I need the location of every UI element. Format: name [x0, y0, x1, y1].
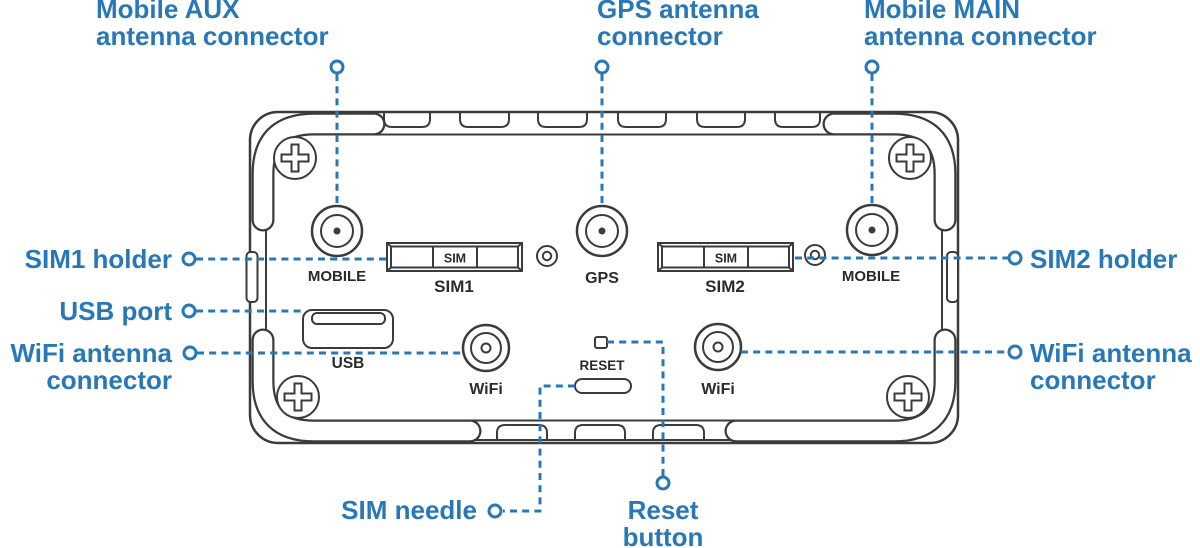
- screw-icon: [273, 136, 317, 180]
- sim1-eject-hole: [536, 245, 558, 267]
- corner-bumper-top-left: [251, 112, 386, 232]
- callout-mobile-main-line1: Mobile MAIN: [864, 0, 1020, 24]
- bottom-vent-slots: [496, 424, 705, 440]
- callout-marker-reset: [655, 475, 671, 491]
- callout-mobile-aux-line2: antenna connector: [96, 21, 329, 51]
- callout-lines: [196, 74, 1008, 513]
- right-side-notch: [946, 251, 959, 303]
- callout-line-sim-needle: [503, 384, 575, 513]
- wifi-antenna-connector-left: [461, 323, 511, 373]
- callout-reset-button: Reset button: [583, 497, 743, 548]
- callout-mobile-aux: Mobile AUX antenna connector: [96, 0, 329, 50]
- callout-mobile-aux-line1: Mobile AUX: [96, 0, 240, 24]
- screw-icon: [276, 375, 320, 419]
- corner-bumper-bottom-left: [251, 328, 482, 443]
- callout-line-reset: [607, 340, 665, 476]
- callout-gps-line2: connector: [597, 21, 723, 51]
- sim2-holder-slot: SIM: [657, 242, 794, 272]
- callout-wifi-left-line2: connector: [46, 365, 172, 395]
- callout-gps-line1: GPS antenna: [597, 0, 759, 24]
- sim1-chip-label: SIM: [444, 252, 466, 266]
- callout-marker-gps: [594, 59, 610, 75]
- wifi-left-label: WiFi: [469, 381, 503, 398]
- callout-wifi-left-line1: WiFi antenna: [10, 338, 172, 368]
- top-vent-slots: [383, 113, 821, 128]
- usb-label: USB: [332, 355, 365, 372]
- callout-wifi-right-line1: WiFi antenna: [1030, 338, 1192, 368]
- wifi-right-label: WiFi: [701, 381, 735, 398]
- gps-label: GPS: [585, 270, 619, 287]
- callout-marker-usb: [181, 303, 197, 319]
- sim2-chip-label: SIM: [715, 252, 737, 266]
- mobile-aux-antenna-connector: [310, 204, 364, 258]
- callout-marker-wifi-right: [1007, 344, 1023, 360]
- callout-marker-mobile-aux: [329, 59, 345, 75]
- callout-wifi-left: WiFi antenna connector: [0, 340, 172, 394]
- gps-antenna-connector: [575, 204, 629, 258]
- reset-label: RESET: [579, 358, 625, 373]
- screw-icon: [888, 136, 932, 180]
- screw-icon: [886, 375, 930, 419]
- sim2-eject-hole: [804, 244, 826, 266]
- mobile-right-label: MOBILE: [842, 268, 900, 285]
- callout-marker-sim-needle: [487, 503, 503, 519]
- corner-bumper-bottom-right: [724, 328, 957, 443]
- sim-needle: [574, 378, 632, 394]
- callout-sim2-holder-text: SIM2 holder: [1030, 244, 1178, 274]
- callout-marker-sim2: [1007, 250, 1023, 266]
- wifi-antenna-connector-right: [693, 322, 743, 372]
- callout-wifi-right-line2: connector: [1030, 365, 1156, 395]
- callout-reset-line2: button: [622, 522, 704, 548]
- callout-usb-port-text: USB port: [59, 296, 172, 326]
- callout-sim-needle-text: SIM needle: [341, 495, 477, 525]
- callout-usb-port: USB port: [0, 298, 172, 325]
- sim1-holder-slot: SIM: [386, 242, 523, 272]
- callout-sim2-holder: SIM2 holder: [1030, 246, 1177, 273]
- corner-bumper-top-right: [822, 112, 957, 232]
- mobile-left-label: MOBILE: [308, 268, 366, 285]
- sim2-label: SIM2: [705, 277, 745, 296]
- callout-mobile-main: Mobile MAIN antenna connector: [864, 0, 1097, 50]
- callout-marker-mobile-main: [864, 59, 880, 75]
- callout-marker-sim1: [181, 251, 197, 267]
- sim1-label: SIM1: [434, 277, 474, 296]
- callout-sim-needle: SIM needle: [277, 497, 477, 524]
- callout-markers: [181, 59, 1023, 519]
- usb-port: [302, 309, 394, 349]
- callout-sim1-holder: SIM1 holder: [0, 246, 172, 273]
- callout-gps: GPS antenna connector: [597, 0, 759, 50]
- reset-button-hole: [594, 336, 608, 349]
- callout-marker-wifi-left: [182, 345, 198, 361]
- left-side-notch: [245, 251, 259, 303]
- device-inner-edge: [265, 133, 943, 422]
- callout-sim1-holder-text: SIM1 holder: [24, 244, 172, 274]
- mobile-main-antenna-connector: [845, 203, 899, 257]
- callout-mobile-main-line2: antenna connector: [864, 21, 1097, 51]
- callout-wifi-right: WiFi antenna connector: [1030, 340, 1192, 394]
- callout-reset-line1: Reset: [627, 495, 699, 525]
